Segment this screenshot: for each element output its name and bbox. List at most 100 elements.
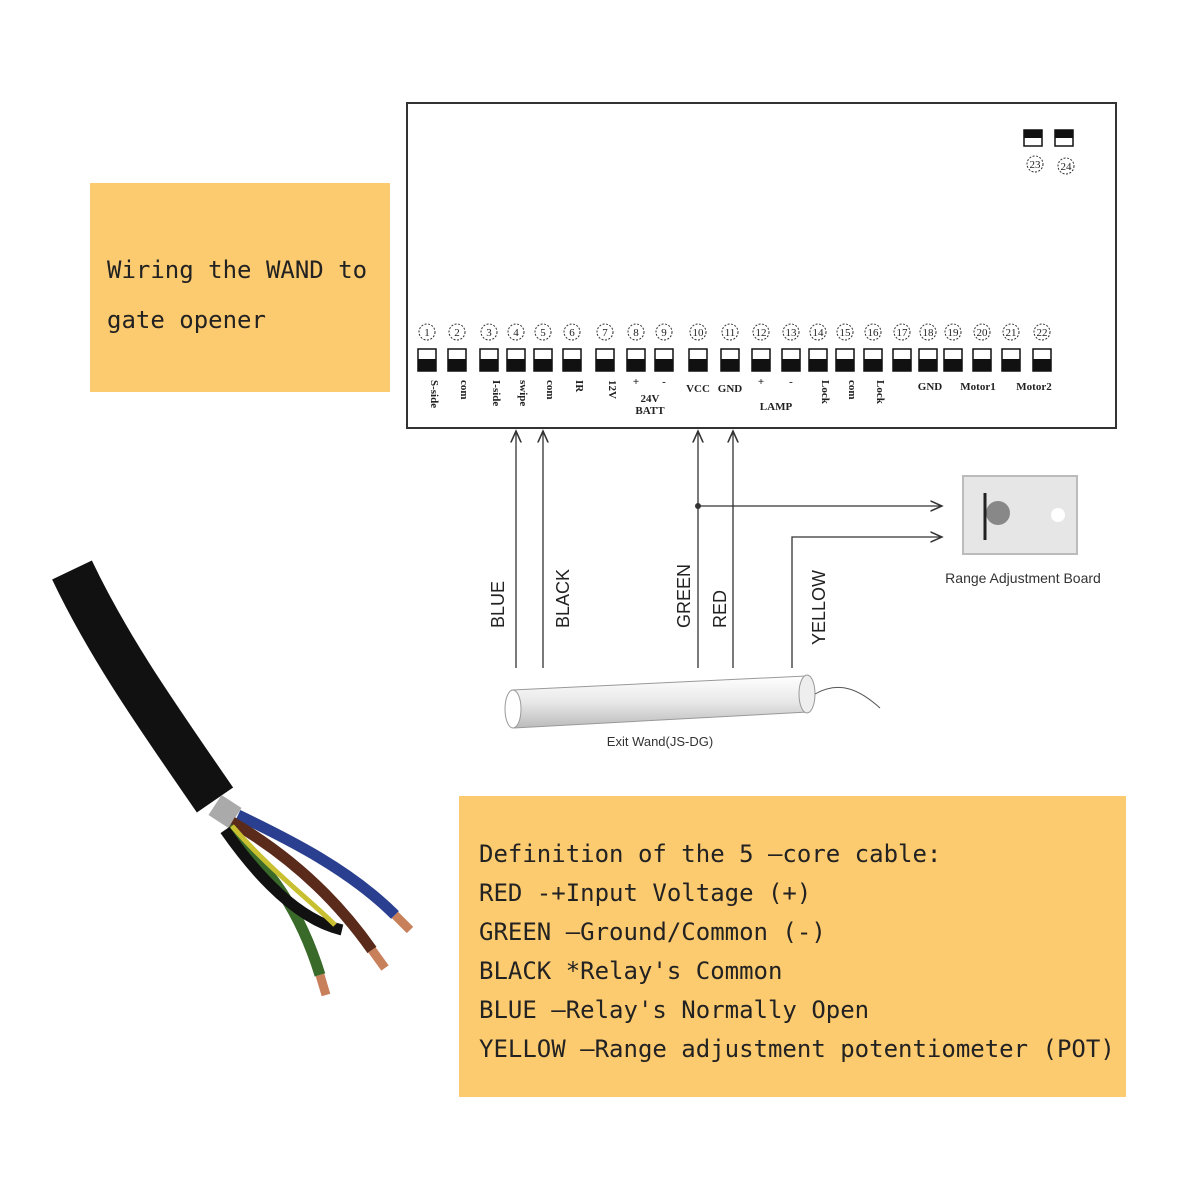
terminal-number-circle (1033, 323, 1051, 341)
blue-wire-label: BLUE (488, 581, 508, 628)
definition-blue: BLUE —Relay's Normally Open (479, 996, 870, 1024)
terminal-label: Lock (819, 380, 831, 405)
top-right-terminals: 23 24 (1023, 129, 1075, 175)
terminal-label: com (544, 380, 556, 400)
five-core-cable (52, 560, 414, 997)
terminal-label: IR (573, 380, 585, 393)
title-line-1: Wiring the WAND to (107, 256, 368, 284)
terminal-number: 13 (786, 327, 798, 339)
terminal-number-circle (596, 323, 614, 341)
terminal-number-circle (655, 323, 673, 341)
terminal-number-circle (809, 323, 827, 341)
black-wire-label: BLACK (553, 569, 573, 628)
terminal-number: 2 (454, 327, 460, 339)
terminal-12: 12 + (751, 323, 771, 388)
terminal-label: + (633, 376, 639, 388)
terminal-label: S-side (428, 380, 440, 408)
terminal-number-circle (418, 323, 436, 341)
terminal-8: 8+ (626, 323, 646, 388)
terminal-number: 21 (1006, 327, 1017, 339)
terminal-number: 8 (633, 327, 639, 339)
terminal-number: 7 (602, 327, 608, 339)
title-note: Wiring the WAND to gate opener (90, 183, 390, 392)
definition-black: BLACK *Relay's Common (479, 957, 783, 985)
terminal-number-circle (944, 323, 962, 341)
yellow-wire-label: YELLOW (809, 570, 829, 645)
terminal-label: I-side (490, 380, 502, 406)
terminal-1: 1S-side (417, 323, 440, 408)
motor2-label: Motor2 (1016, 381, 1052, 393)
green-wire-label: GREEN (674, 564, 694, 628)
terminal-number: 17 (897, 327, 909, 339)
terminal-label: com (458, 380, 470, 400)
wires (516, 431, 942, 668)
terminal-number-circle (448, 323, 466, 341)
title-text: Wiring the WAND to gate opener (107, 245, 367, 345)
terminal-20: 20 (972, 323, 992, 372)
terminal-24-number: 24 (1061, 161, 1073, 173)
terminal-label: swipe (517, 380, 529, 406)
terminal-number: 1 (424, 327, 430, 339)
terminal-number: 4 (513, 327, 519, 339)
terminal-label: + (758, 376, 764, 388)
terminal-number: 18 (923, 327, 935, 339)
exit-wand-label: Exit Wand(JS-DG) (607, 734, 713, 749)
title-line-2: gate opener (107, 306, 266, 334)
terminal-number-circle (864, 323, 882, 341)
terminal-2: 2 com (447, 323, 470, 400)
terminal-number-circle (893, 323, 911, 341)
terminal-number-circle (534, 323, 552, 341)
terminal-number: 6 (569, 327, 575, 339)
exit-wand (504, 674, 881, 729)
terminal-3: 3I-side (479, 323, 502, 406)
wire-yellow-line (791, 537, 942, 668)
terminal-18: 18 (918, 323, 938, 372)
terminal-6: 6IR (562, 323, 585, 393)
terminal-number: 5 (540, 327, 546, 339)
terminal-number-circle (689, 323, 707, 341)
terminal-number-circle (480, 323, 498, 341)
terminal-23-number: 23 (1030, 159, 1042, 171)
terminal-number: 19 (948, 327, 960, 339)
definition-green: GREEN —Ground/Common (-) (479, 918, 826, 946)
terminal-number-circle (973, 323, 991, 341)
batt-label-2: BATT (635, 405, 665, 417)
terminal-label: - (789, 376, 793, 388)
terminal-number: 3 (486, 327, 492, 339)
terminal-4: 4 swipe (506, 323, 529, 406)
terminal-number: 20 (977, 327, 989, 339)
terminal-number: 22 (1037, 327, 1048, 339)
terminal-number-circle (507, 323, 525, 341)
terminal-15: 15 com (835, 323, 858, 400)
terminal-label: com (846, 380, 858, 400)
terminal-number: 15 (840, 327, 852, 339)
terminal-label: 12V (606, 380, 618, 399)
terminal-number-circle (627, 323, 645, 341)
terminal-13: 13 - (781, 323, 801, 388)
terminal-number: 12 (756, 327, 767, 339)
terminal-19: 19 (943, 323, 963, 372)
terminal-number-circle (1002, 323, 1020, 341)
terminal-number: 11 (725, 327, 736, 339)
terminal-label: VCC (686, 383, 710, 395)
terminal-label: GND (718, 383, 743, 395)
terminal-9: 9- (654, 323, 674, 388)
motor1-label: Motor1 (960, 381, 995, 393)
terminal-label: - (662, 376, 666, 388)
range-board-label: Range Adjustment Board (945, 570, 1101, 586)
gnd-label: GND (918, 381, 943, 393)
definition-red: RED -+Input Voltage (+) (479, 879, 812, 907)
terminal-21: 21 (1001, 323, 1021, 372)
cable-definition-note: Definition of the 5 —core cable: RED -+I… (459, 796, 1126, 1097)
terminal-number: 10 (693, 327, 705, 339)
definition-yellow: YELLOW —Range adjustment potentiometer (… (479, 1035, 1115, 1063)
terminal-number-circle (782, 323, 800, 341)
terminal-number-circle (563, 323, 581, 341)
terminal-number: 14 (813, 327, 825, 339)
terminal-number-circle (721, 323, 739, 341)
